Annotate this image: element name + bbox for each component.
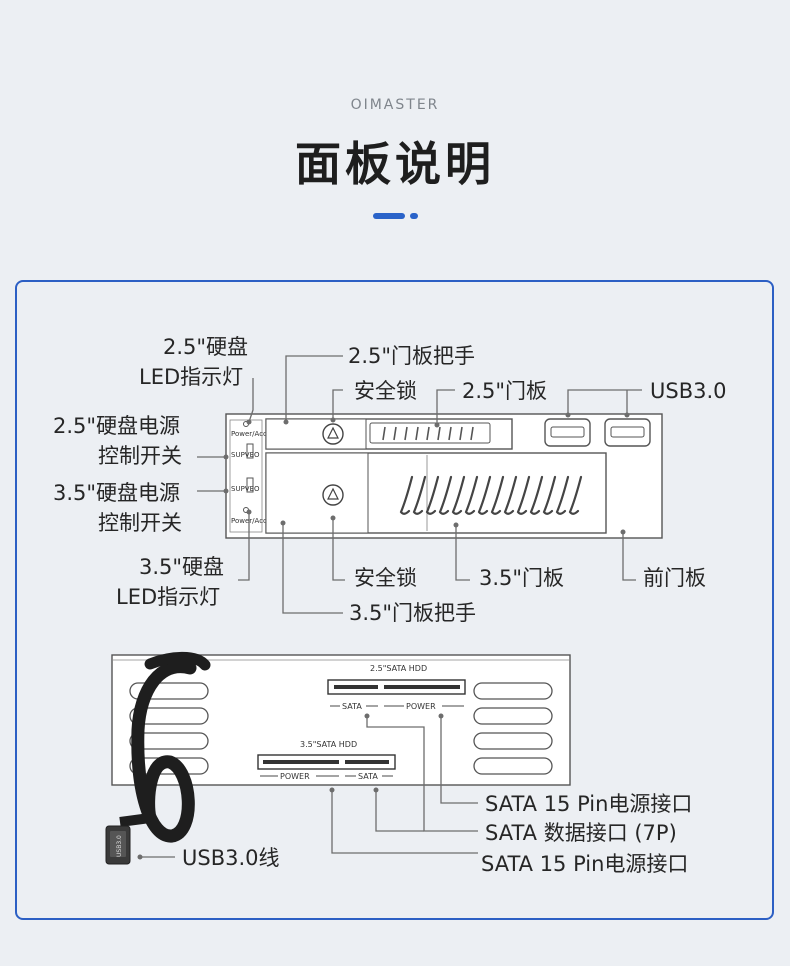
brand-name: OIMASTER: [350, 97, 440, 113]
back-panel: 2.5"SATA HDD SATA POWER 3.5"SATA HDD POW…: [111, 654, 571, 786]
sata-35-label: SATA: [358, 772, 378, 781]
label-hdd35-led-2: LED指示灯: [116, 585, 220, 609]
power-35-label: POWER: [280, 772, 310, 781]
power-acc-label-top: Power/Acc: [231, 430, 267, 438]
label-hdd35-led-1: 3.5"硬盘: [139, 555, 224, 579]
label-hdd25-led-1: 2.5"硬盘: [163, 335, 248, 359]
label-usb-cable: USB3.0线: [182, 846, 280, 870]
label-hdd35-power-1: 3.5"硬盘电源: [53, 481, 180, 505]
label-sata-data: SATA 数据接口 (7P): [485, 821, 677, 845]
lock-25: [322, 423, 344, 445]
label-door35: 3.5"门板: [479, 566, 564, 590]
label-usb30: USB3.0: [650, 379, 727, 403]
control-strip: [229, 419, 263, 533]
tray-35-handle: [265, 452, 369, 534]
lock-35: [322, 484, 344, 506]
diagram-frame: [15, 280, 774, 920]
usb-cable: USB3.0: [105, 651, 211, 865]
power-25-label: POWER: [406, 702, 436, 711]
front-leaders: [197, 355, 642, 614]
label-door35-handle: 3.5"门板把手: [349, 601, 476, 625]
label-hdd25-power-1: 2.5"硬盘电源: [53, 414, 180, 438]
sata-25-label: SATA: [342, 702, 362, 711]
back-vents-right: [473, 682, 553, 775]
label-door25-handle: 2.5"门板把手: [348, 344, 475, 368]
tray-25-handle: [265, 418, 367, 450]
label-front-door: 前门板: [643, 566, 706, 590]
accent-dot: [410, 213, 418, 219]
label-sata-power-bottom: SATA 15 Pin电源接口: [481, 852, 688, 876]
label-hdd25-led-2: LED指示灯: [139, 365, 243, 389]
switch-25: [246, 443, 254, 459]
switch-25-text: SUPVEO: [231, 451, 260, 459]
switch-35-text: SUPVEO: [231, 485, 260, 493]
label-door25: 2.5"门板: [462, 379, 547, 403]
front-panel: Power/Acc SUPVEO SUPVEO Power/Acc: [225, 413, 663, 539]
label-sata-power-top: SATA 15 Pin电源接口: [485, 792, 692, 816]
back-leaders: [137, 713, 478, 860]
label-hdd35-power-2: 控制开关: [98, 511, 182, 535]
vent-slots-25: [382, 426, 474, 441]
hdd35-connector-title: 3.5"SATA HDD: [300, 740, 357, 749]
usb-ports: [544, 418, 651, 447]
label-lock-top: 安全锁: [354, 379, 417, 403]
accent-bar: [373, 213, 405, 219]
hdd25-connector-title: 2.5"SATA HDD: [370, 664, 427, 673]
page-title: 面板说明: [295, 137, 495, 191]
switch-35: [246, 477, 254, 493]
vent-slots-35: [399, 475, 583, 515]
usb-plug-text: USB3.0: [116, 835, 123, 857]
label-hdd25-power-2: 控制开关: [98, 444, 182, 468]
label-lock-bottom: 安全锁: [354, 566, 417, 590]
